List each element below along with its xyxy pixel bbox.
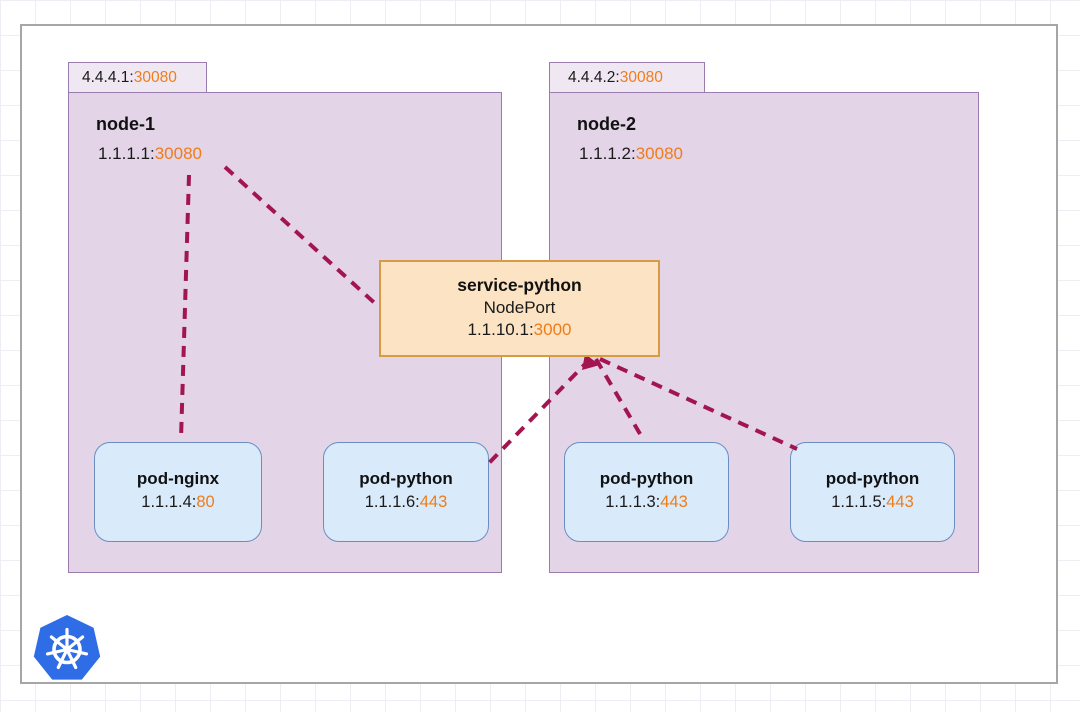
node-1-internal-ip: 1.1.1.1: [98,144,155,163]
node-2-title: node-2 [577,114,637,134]
node-2-internal-port: 30080 [635,144,683,163]
pod-python-3-port: 443 [886,493,914,511]
pod-nginx-port: 80 [196,493,215,511]
kubernetes-wheel-hub [63,645,71,654]
service-type: NodePort [483,298,556,317]
pod-python-1-ip: 1.1.1.6: [364,493,420,511]
pod-python-2-port: 443 [660,493,688,511]
service-title: service-python [457,275,582,295]
service-endpoint: 1.1.10.1:3000 [381,320,658,340]
node-2-internal-endpoint: 1.1.1.2:30080 [579,144,978,164]
pod-python-2-endpoint: 1.1.1.3:443 [565,493,728,512]
node-1-internal-endpoint: 1.1.1.1:30080 [98,144,501,164]
node-1-internal-port: 30080 [154,144,202,163]
node-1-title: node-1 [96,114,156,134]
service-port: 3000 [533,320,572,339]
node-1-external-ip: 4.4.4.1: [82,69,134,86]
pod-python-1-port: 443 [419,493,448,511]
node-2-external-port: 30080 [619,69,663,86]
node-2-external-endpoint: 4.4.4.2:30080 [549,62,705,93]
node-1-external-port: 30080 [133,69,177,86]
diagram-canvas: 4.4.4.1:30080 node-1 1.1.1.1:30080 4.4.4… [20,24,1058,684]
pod-python-2-ip: 1.1.1.3: [605,493,661,511]
pod-python-1-box: pod-python 1.1.1.6:443 [323,442,489,542]
pod-python-3-ip: 1.1.1.5: [831,493,887,511]
pod-nginx-box: pod-nginx 1.1.1.4:80 [94,442,262,542]
pod-nginx-endpoint: 1.1.1.4:80 [95,493,261,512]
pod-python-1-endpoint: 1.1.1.6:443 [324,493,488,512]
pod-nginx-title: pod-nginx [136,469,220,488]
pod-python-2-box: pod-python 1.1.1.3:443 [564,442,729,542]
pod-python-2-title: pod-python [599,469,694,488]
pod-python-3-box: pod-python 1.1.1.5:443 [790,442,955,542]
pod-nginx-ip: 1.1.1.4: [141,493,197,511]
pod-python-3-title: pod-python [825,469,920,488]
node-1-external-endpoint: 4.4.4.1:30080 [68,62,207,93]
kubernetes-logo-icon [33,615,101,680]
pod-python-3-endpoint: 1.1.1.5:443 [791,493,954,512]
pod-python-1-title: pod-python [359,469,453,488]
node-2-external-ip: 4.4.4.2: [568,69,620,86]
node-2-internal-ip: 1.1.1.2: [579,144,636,163]
service-ip: 1.1.10.1: [467,320,534,339]
service-python-box: service-python NodePort 1.1.10.1:3000 [379,260,660,357]
